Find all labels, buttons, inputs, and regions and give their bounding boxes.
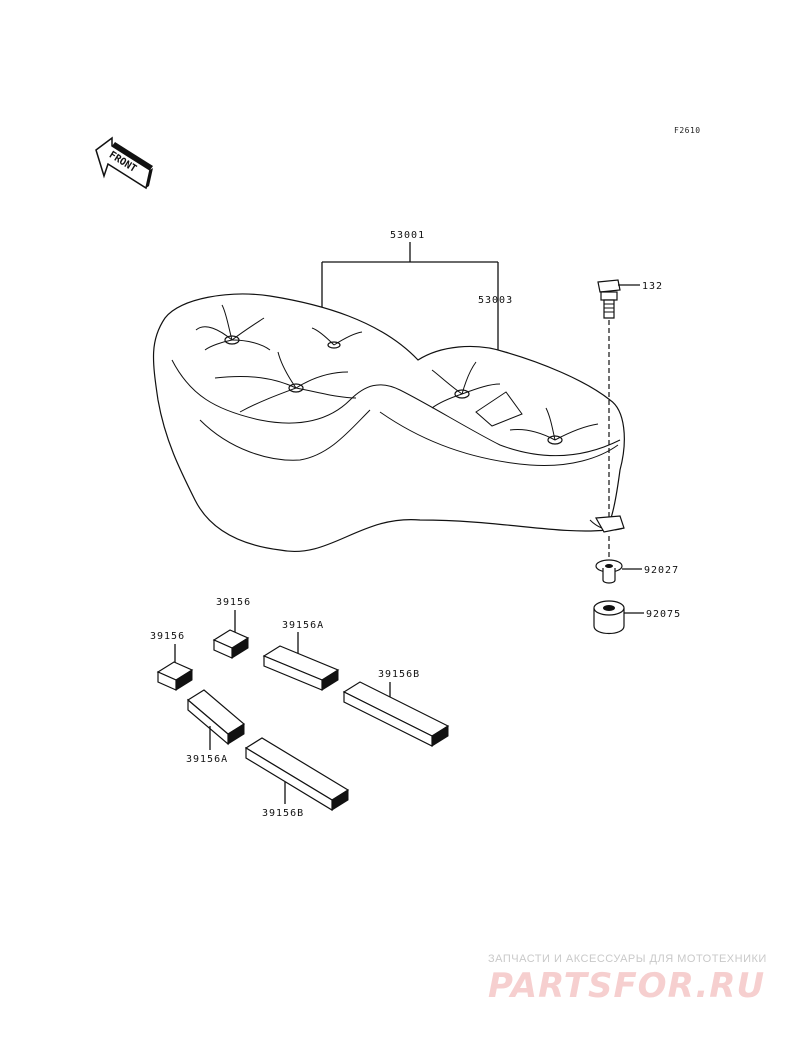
- label-39156B-right: 39156B: [378, 669, 420, 680]
- watermark-logo: PARTSFOR.RU: [488, 966, 766, 1006]
- seat-drawing: [152, 293, 625, 552]
- collar-92027: [595, 536, 642, 584]
- damper-92075: [593, 600, 644, 635]
- pad-39156B-right: [342, 681, 450, 747]
- label-53001: 53001: [390, 230, 425, 241]
- watermark-caption: ЗАПЧАСТИ И АКСЕССУАРЫ ДЛЯ МОТОТЕХНИКИ: [488, 953, 767, 965]
- label-39156A-top: 39156A: [282, 620, 324, 631]
- pad-39156-left: [156, 661, 194, 691]
- bolt-132: [597, 279, 640, 518]
- pad-39156A-bottom: [186, 689, 246, 746]
- label-92075: 92075: [646, 609, 681, 620]
- label-39156-left: 39156: [150, 631, 185, 642]
- label-39156B-bottom: 39156B: [262, 808, 304, 819]
- label-39156-top: 39156: [216, 597, 251, 608]
- front-arrow-icon: FRONT: [95, 136, 153, 190]
- label-132: 132: [642, 281, 663, 292]
- label-92027: 92027: [644, 565, 679, 576]
- pad-39156-top: [212, 629, 250, 659]
- label-53003: 53003: [478, 295, 513, 306]
- label-39156A-bottom: 39156A: [186, 754, 228, 765]
- pad-39156B-bottom: [244, 737, 350, 812]
- figure-code: F2610: [674, 126, 701, 135]
- pad-39156A-top: [262, 645, 340, 691]
